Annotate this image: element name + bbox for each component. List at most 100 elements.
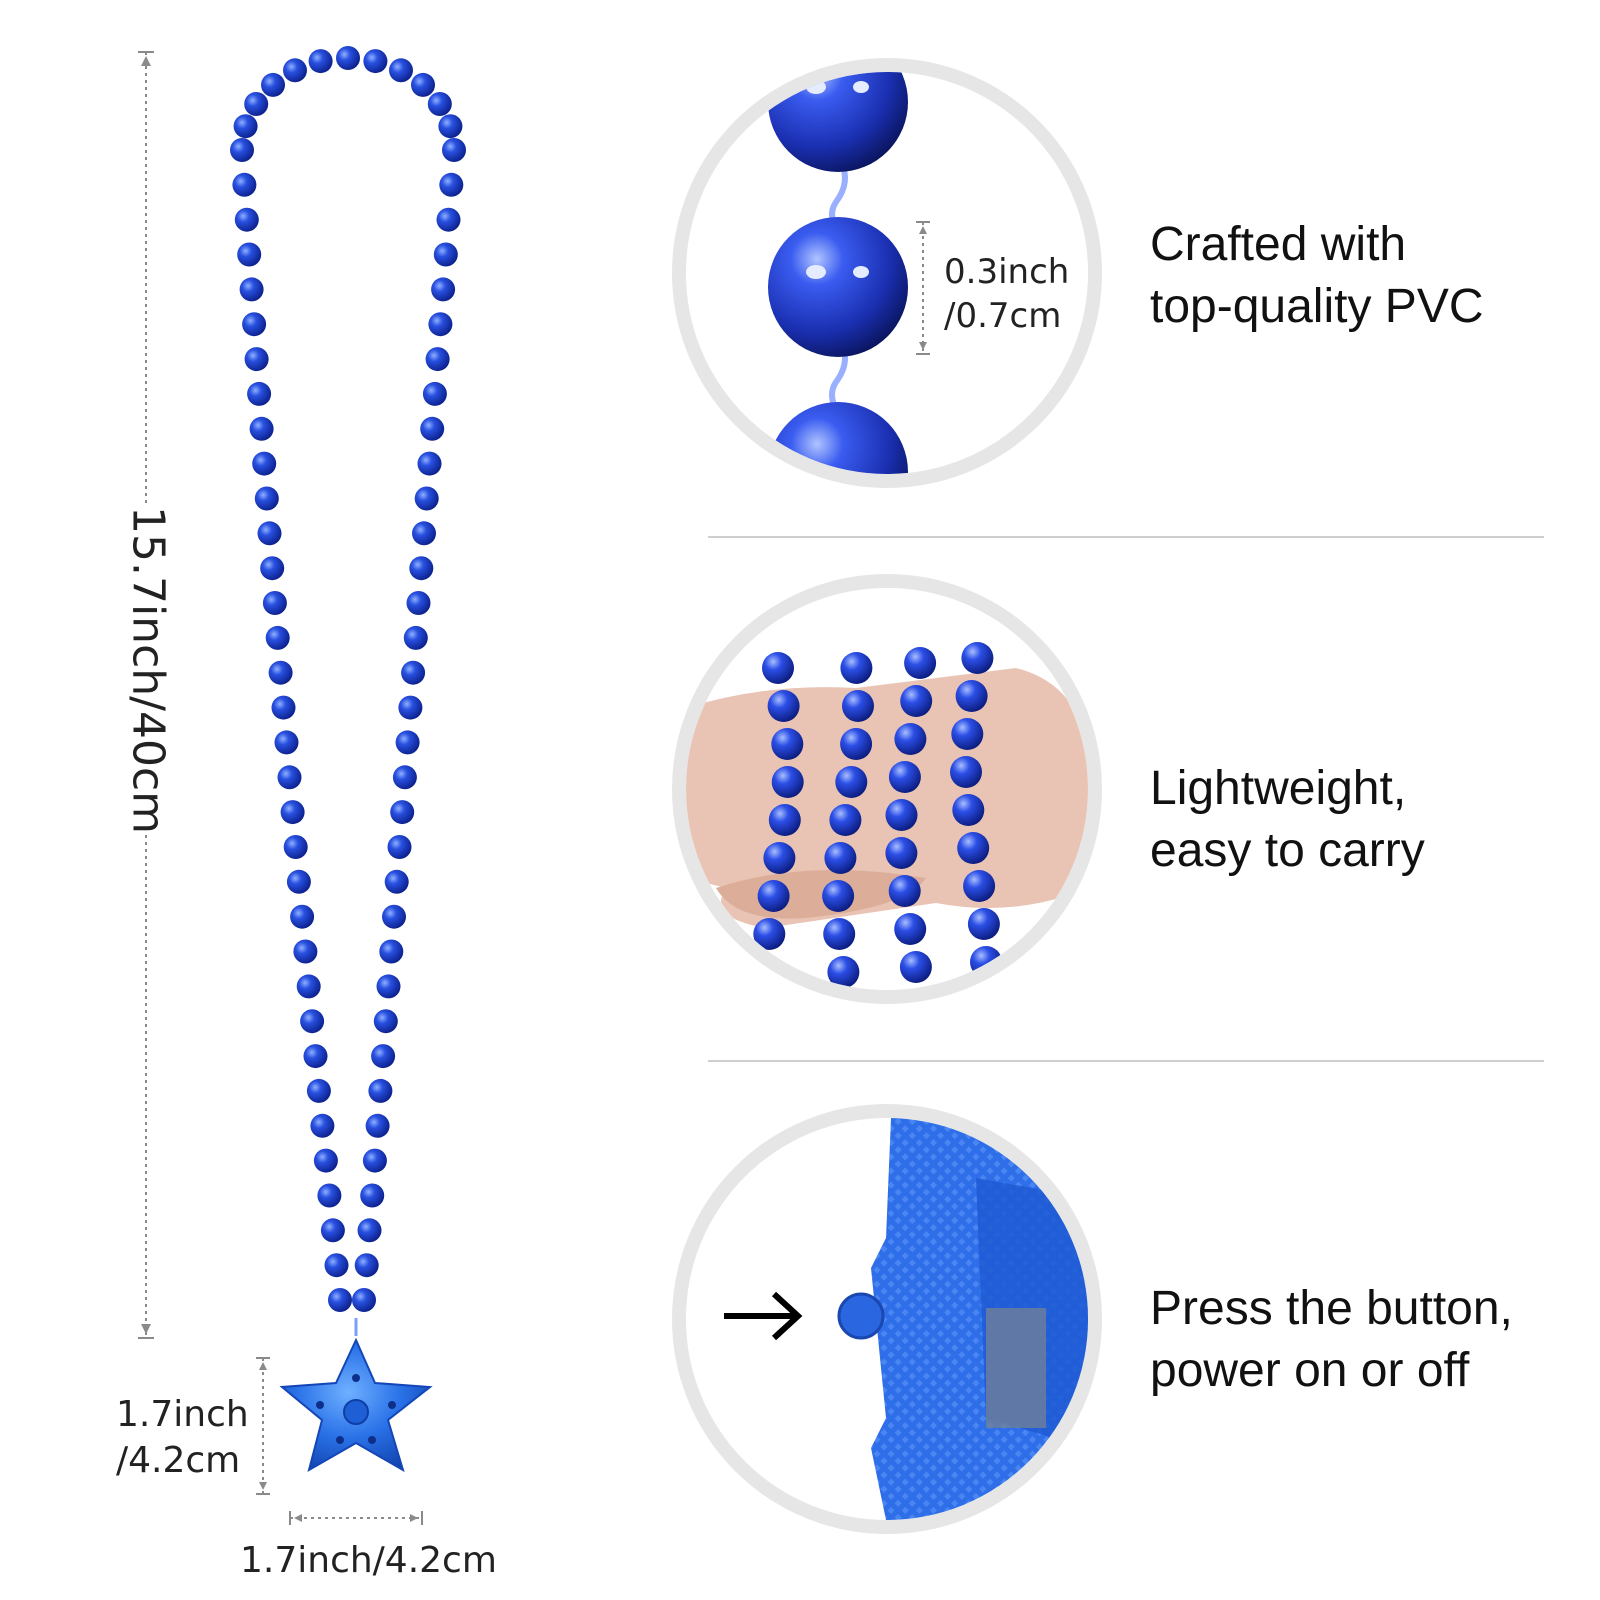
- hand-bead: [835, 766, 868, 798]
- necklace-bead: [254, 486, 279, 511]
- necklace-bead: [412, 521, 436, 546]
- hand-bead: [957, 832, 990, 864]
- necklace-bead: [234, 207, 259, 232]
- necklace-bead: [247, 381, 272, 406]
- necklace-bead: [239, 277, 264, 302]
- necklace-bead: [398, 695, 423, 720]
- necklace-bead: [376, 974, 401, 999]
- hand-bead: [963, 870, 996, 902]
- necklace-bead: [401, 660, 426, 685]
- hand-bead: [961, 642, 994, 674]
- hand-bead: [840, 652, 873, 684]
- necklace-bead: [354, 1253, 379, 1278]
- feature-material-line1: Crafted with: [1150, 218, 1407, 271]
- necklace-bead: [420, 416, 445, 441]
- necklace-bead: [308, 49, 333, 74]
- necklace-bead: [249, 416, 274, 441]
- necklace-bead: [368, 1078, 393, 1103]
- necklace-bead: [439, 172, 464, 197]
- hand-bead: [899, 951, 932, 983]
- hand-bead: [829, 804, 862, 836]
- pendant-height-label-line1: 1.7inch: [116, 1394, 249, 1435]
- necklace-bead: [296, 974, 321, 999]
- necklace-bead: [389, 58, 413, 83]
- necklace-bead: [403, 625, 428, 650]
- pendant-height-label: 1.7inch /4.2cm: [116, 1392, 249, 1484]
- hand-bead: [752, 956, 784, 988]
- necklace-bead: [271, 695, 296, 720]
- necklace-bead: [286, 869, 311, 894]
- hand-bead: [827, 956, 860, 988]
- hand-bead: [904, 647, 937, 679]
- necklace-bead: [382, 904, 406, 929]
- necklace-bead: [427, 92, 452, 116]
- necklace-bead: [274, 730, 299, 755]
- necklace-bead: [257, 521, 282, 546]
- hand-bead: [840, 728, 873, 760]
- necklace-bead: [244, 347, 269, 372]
- bead-closeup-image: [686, 72, 1088, 474]
- necklace-bead: [265, 625, 290, 650]
- necklace-bead: [363, 49, 388, 74]
- hand-bead: [900, 685, 933, 717]
- feature-weight-text: Lightweight, easy to carry: [1150, 758, 1425, 882]
- necklace-bead: [442, 138, 466, 162]
- hand-bead: [771, 766, 804, 798]
- hand-bead: [951, 718, 984, 750]
- hand-bead: [771, 728, 804, 760]
- necklace-bead: [306, 1078, 331, 1103]
- hand-bead: [967, 908, 1000, 940]
- necklace-bead: [303, 1044, 328, 1069]
- necklace-bead: [324, 1253, 349, 1278]
- necklace-bead: [280, 800, 305, 825]
- hand-bead: [885, 837, 918, 869]
- hand-bead: [767, 690, 800, 722]
- necklace-bead: [414, 486, 439, 511]
- necklace-bead: [336, 46, 360, 70]
- necklace-bead: [371, 1044, 396, 1069]
- hand-bead: [762, 652, 794, 684]
- feature-button-line1: Press the button,: [1150, 1282, 1513, 1335]
- pendant-height-dimension-line: [256, 1357, 270, 1495]
- necklace-bead: [290, 904, 315, 929]
- hand-with-beads-image: [686, 588, 1088, 990]
- hand-closeup-circle: [672, 574, 1102, 1004]
- necklace-bead: [390, 800, 415, 825]
- necklace-bead: [277, 765, 302, 790]
- pendant-button-image: [686, 1118, 1088, 1520]
- feature-weight-line1: Lightweight,: [1150, 762, 1407, 815]
- hand-bead: [763, 842, 796, 874]
- hand-bead: [955, 680, 988, 712]
- button-closeup-circle: [672, 1104, 1102, 1534]
- hand-bead: [952, 794, 985, 826]
- necklace-bead: [384, 869, 409, 894]
- necklace-bead: [373, 1009, 398, 1034]
- necklace-illustration: [138, 46, 466, 1525]
- hand-bead: [894, 913, 927, 945]
- necklace-bead: [352, 1288, 376, 1312]
- hand-bead: [822, 880, 855, 912]
- necklace-bead: [233, 114, 258, 139]
- hand-bead: [970, 946, 1002, 978]
- necklace-bead: [406, 591, 431, 615]
- feature-material-text: Crafted with top-quality PVC: [1150, 214, 1484, 338]
- feature-weight-line2: easy to carry: [1150, 824, 1425, 877]
- necklace-bead: [360, 1183, 385, 1208]
- necklace-bead: [425, 347, 450, 372]
- bead-size-label-line2: /0.7cm: [944, 296, 1062, 336]
- necklace-bead: [317, 1183, 342, 1208]
- necklace-bead: [433, 242, 458, 267]
- necklace-bead: [422, 381, 447, 406]
- necklace-bead: [436, 207, 461, 232]
- hand-bead-strands: [752, 642, 1002, 988]
- necklace-bead: [242, 312, 267, 337]
- necklace-bead: [320, 1218, 345, 1243]
- feature-material-line2: top-quality PVC: [1150, 280, 1484, 333]
- necklace-bead: [313, 1148, 338, 1173]
- length-dimension-line: [138, 51, 154, 1339]
- divider-1: [708, 536, 1544, 538]
- feature-button-text: Press the button, power on or off: [1150, 1278, 1513, 1402]
- bead-size-label: 0.3inch /0.7cm: [944, 250, 1069, 338]
- necklace-bead: [283, 835, 308, 859]
- necklace-bead: [300, 1009, 325, 1034]
